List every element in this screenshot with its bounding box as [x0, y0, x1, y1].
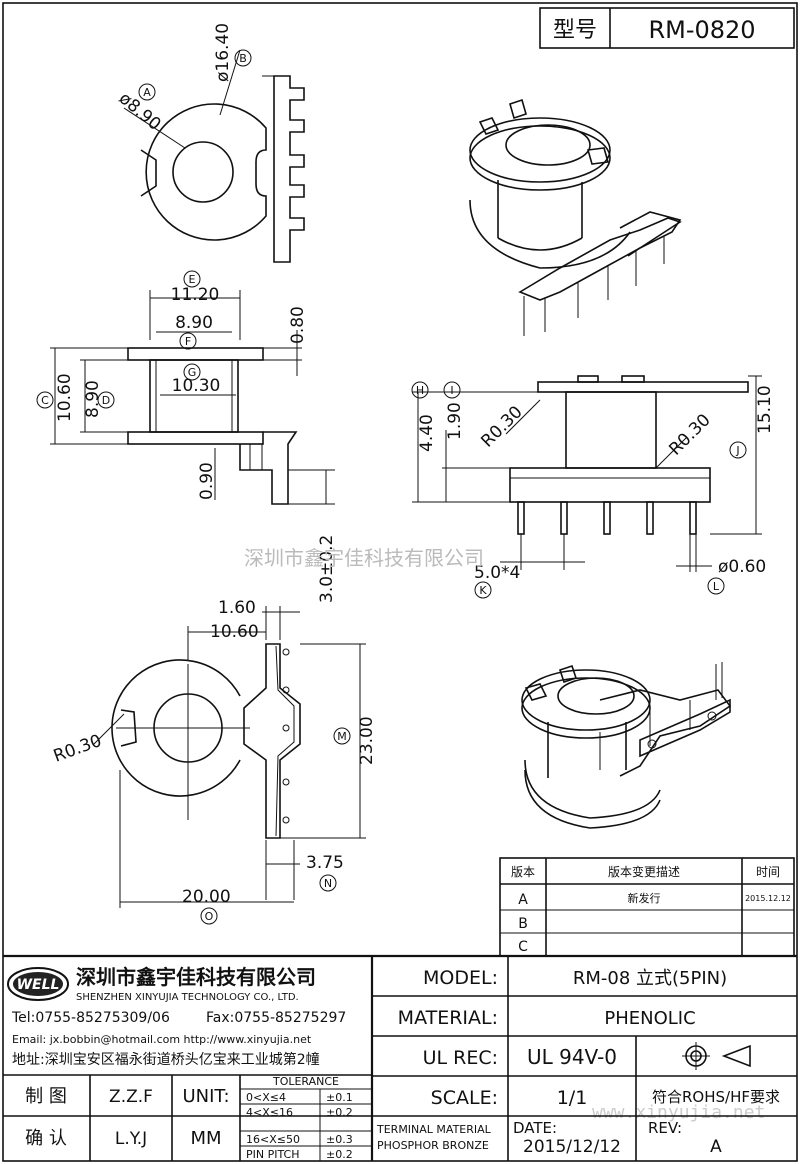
header-model-value: RM-0820 — [648, 16, 755, 44]
dim-side-r1: R0.30 — [477, 402, 526, 451]
confirm-value: L.Y.J — [115, 1129, 147, 1149]
tag-e: E — [189, 273, 196, 286]
tag-d: D — [102, 394, 110, 407]
ulrec-value: UL 94V-0 — [527, 1045, 617, 1069]
projection-symbol-icon — [682, 1042, 751, 1070]
draw-value: Z.Z.F — [109, 1087, 153, 1107]
rev-row-a-date: 2015.12.12 — [745, 894, 791, 903]
model-label: MODEL: — [423, 967, 498, 989]
rev-label: REV: — [648, 1119, 682, 1137]
rev-value: A — [710, 1137, 722, 1157]
dim-side-pitch: 5.0*4 — [474, 563, 520, 583]
tag-g: G — [188, 366, 197, 379]
revision-table: 版本 版本变更描述 时间 A 新发行 2015.12.12 B C — [499, 857, 795, 957]
dim-w-inner: 10.30 — [172, 376, 221, 396]
company-tel: Tel:0755-85275309/06 — [11, 1010, 170, 1026]
top-view: ø8.90 A ø16.40 B — [115, 23, 305, 263]
company-name-en: SHENZHEN XINYUJIA TECHNOLOGY CO., LTD. — [76, 992, 299, 1003]
tag-n: N — [324, 877, 332, 890]
tag-m: M — [337, 730, 347, 743]
tolerance-range-3: 16<X≤50 — [246, 1133, 300, 1146]
unit-value: MM — [190, 1128, 221, 1149]
iso-view-top — [469, 98, 682, 336]
tolerance-val-3: ±0.3 — [326, 1133, 353, 1146]
dim-side-total: 15.10 — [755, 385, 775, 434]
company-logo: WELL — [7, 967, 69, 1001]
tag-f: F — [185, 335, 191, 348]
dim-bottom-len: 23.00 — [357, 716, 377, 765]
company-name: 深圳市鑫宇佳科技有限公司 — [76, 965, 316, 989]
company-email: Email: jx.bobbin@hotmail.com http://www.… — [12, 1033, 312, 1046]
tolerance-title: TOLERANCE — [272, 1075, 339, 1088]
compliance-text: 符合ROHS/HF要求 — [652, 1088, 780, 1106]
dim-flange: 0.80 — [288, 306, 308, 344]
dim-bottom-d2: 10.60 — [210, 622, 259, 642]
rev-header-date: 时间 — [756, 865, 780, 879]
bottom-view: 1.60 10.60 R0.30 23.00 M 3.75 N 20.00 O — [51, 598, 377, 925]
dim-pin-off: 0.90 — [197, 462, 217, 500]
tolerance-range-1: 0<X≤4 — [246, 1091, 286, 1104]
rev-row-a-desc: 新发行 — [628, 891, 661, 905]
tag-i: I — [450, 384, 453, 397]
dim-side-h2: 1.90 — [445, 402, 465, 440]
title-block: WELL 深圳市鑫宇佳科技有限公司 SHENZHEN XINYUJIA TECH… — [3, 954, 797, 1161]
scale-value: 1/1 — [557, 1087, 588, 1109]
side-pins — [517, 501, 697, 535]
dim-w-outer: 11.20 — [171, 285, 220, 305]
rev-row-a-ver: A — [518, 892, 528, 908]
tolerance-val-4: ±0.2 — [326, 1148, 353, 1161]
tag-c: C — [41, 394, 49, 407]
dim-side-h1: 4.40 — [417, 414, 437, 452]
draw-label: 制 图 — [25, 1086, 67, 1107]
dim-bottom-w1: 3.75 — [306, 853, 344, 873]
tag-a: A — [143, 86, 151, 99]
rev-header-ver: 版本 — [511, 865, 535, 879]
date-label: DATE: — [513, 1119, 557, 1137]
model-value: RM-08 立式(5PIN) — [573, 968, 727, 989]
company-address: 地址:深圳宝安区福永街道桥头亿宝来工业城第2幢 — [12, 1051, 320, 1068]
header-model-box: 型号 RM-0820 — [539, 7, 795, 49]
company-fax: Fax:0755-85275297 — [206, 1010, 346, 1026]
dim-bottom-r: R0.30 — [51, 731, 105, 767]
dim-dia-large: ø16.40 — [213, 23, 233, 82]
front-view: 11.20 E 8.90 F 10.30 G 0.80 10.60 C 8.90… — [36, 270, 337, 603]
dim-bottom-w2: 20.00 — [182, 887, 231, 907]
material-value: PHENOLIC — [604, 1008, 695, 1029]
dim-pin-len: 3.0±0.2 — [317, 535, 337, 603]
rev-row-b-ver: B — [518, 916, 528, 932]
tag-j: J — [735, 444, 739, 457]
header-model-label: 型号 — [553, 18, 597, 43]
tolerance-range-4: PIN PITCH — [246, 1148, 300, 1161]
terminal-value: PHOSPHOR BRONZE — [377, 1139, 489, 1152]
tag-o: O — [205, 910, 214, 923]
scale-label: SCALE: — [431, 1087, 498, 1109]
unit-label: UNIT: — [182, 1086, 229, 1107]
ulrec-label: UL REC: — [423, 1047, 498, 1069]
dim-bottom-d1: 1.60 — [218, 598, 256, 618]
tolerance-val-2: ±0.2 — [326, 1106, 353, 1119]
tag-h: H — [416, 384, 424, 397]
date-value: 2015/12/12 — [523, 1137, 621, 1157]
confirm-label: 确 认 — [25, 1128, 67, 1149]
rev-row-c-ver: C — [518, 939, 528, 955]
dim-side-pin-dia: ø0.60 — [718, 557, 766, 577]
tag-l: L — [713, 580, 720, 593]
material-label: MATERIAL: — [398, 1007, 498, 1029]
rev-header-desc: 版本变更描述 — [608, 864, 680, 879]
dim-h-inner: 8.90 — [83, 380, 103, 418]
watermark-text: 深圳市鑫宇佳科技有限公司 — [244, 546, 484, 570]
dim-w-mid: 8.90 — [175, 313, 213, 333]
logo-text: WELL — [17, 977, 60, 993]
tag-k: K — [479, 584, 487, 597]
tolerance-val-1: ±0.1 — [326, 1091, 353, 1104]
tag-b: B — [239, 52, 247, 65]
tolerance-range-2: 4<X≤16 — [246, 1106, 293, 1119]
terminal-label: TERMINAL MATERIAL — [376, 1123, 492, 1136]
iso-view-bottom — [521, 662, 732, 829]
dim-side-r2: R0.30 — [665, 410, 714, 459]
dim-h-outer: 10.60 — [55, 373, 75, 422]
